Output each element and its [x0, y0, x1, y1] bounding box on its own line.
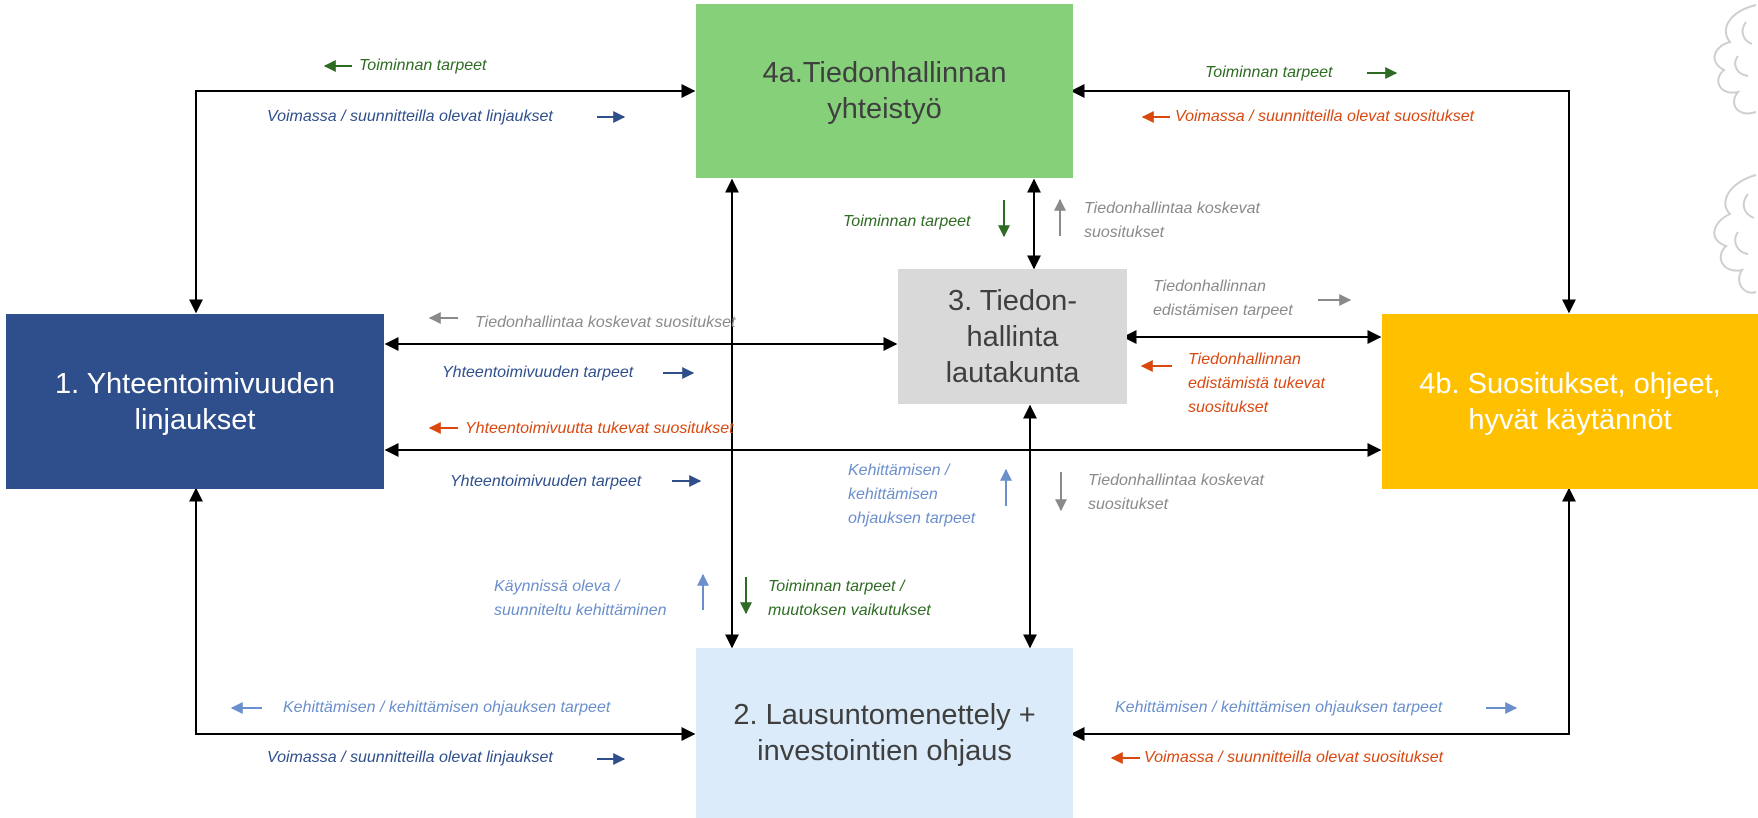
- connector-1-4a: [189, 84, 696, 314]
- label-edistamista-tukevat: Tiedonhallinnan edistämistä tukevat suos…: [1188, 351, 1325, 416]
- label-voimassa-suositukset-bottom: Voimassa / suunnitteilla olevat suosituk…: [1144, 749, 1444, 766]
- label-yhteentoimivuuden-tarpeet-2: Yhteentoimivuuden tarpeet: [450, 473, 642, 490]
- label-kehittamisen-ohjauksen-left: Kehittämisen / kehittämisen ohjauksen ta…: [283, 699, 611, 716]
- label-voimassa-suositukset-top: Voimassa / suunnitteilla olevat suosituk…: [1175, 108, 1475, 125]
- connector-2-4b: [1070, 487, 1576, 741]
- label-toiminnan-tarpeet-top-right: Toiminnan tarpeet: [1205, 64, 1333, 81]
- box1-label: 1. Yhteentoimivuuden linjaukset: [54, 367, 335, 436]
- box-yhteentoimivuuden-linjaukset: 1. Yhteentoimivuuden linjaukset: [6, 314, 384, 489]
- coat-of-arms-watermark-icon: [1713, 4, 1757, 294]
- box-tiedonhallintalautakunta: 3. Tiedon- hallinta lautakunta: [898, 269, 1127, 404]
- label-yhteentoimivuutta-tukevat: Yhteentoimivuutta tukevat suositukset: [465, 420, 734, 437]
- box-lausuntomenettely: 2. Lausuntomenettely + investointien ohj…: [696, 648, 1073, 818]
- label-kehittamisen-ohjauksen-right: Kehittämisen / kehittämisen ohjauksen ta…: [1115, 699, 1443, 716]
- box4a-label: 4a.Tiedonhallinnan yhteistyö: [762, 57, 1007, 125]
- label-voimassa-linjaukset-top: Voimassa / suunnitteilla olevat linjauks…: [267, 108, 553, 125]
- box-tiedonhallinnan-yhteistyo: 4a.Tiedonhallinnan yhteistyö: [696, 4, 1073, 178]
- label-toiminnan-tarpeet-center: Toiminnan tarpeet: [843, 213, 971, 230]
- label-tiedonhallinnan-edistamisen-tarpeet: Tiedonhallinnan edistämisen tarpeet: [1153, 278, 1293, 319]
- label-toiminnan-tarpeet-top-left: Toiminnan tarpeet: [359, 57, 487, 74]
- box3-label: 3. Tiedon- hallinta lautakunta: [945, 284, 1080, 389]
- box-suositukset-ohjeet: 4b. Suositukset, ohjeet, hyvät käytännöt: [1382, 314, 1758, 489]
- box2-label: 2. Lausuntomenettely + investointien ohj…: [733, 699, 1036, 767]
- label-tiedonhallintaa-koskevat-upper: Tiedonhallintaa koskevat suositukset: [1084, 200, 1260, 241]
- label-tiedonhallintaa-koskevat-left: Tiedonhallintaa koskevat suositukset: [475, 314, 736, 331]
- label-toiminnan-tarpeet-muutoksen: Toiminnan tarpeet / muutoksen vaikutukse…: [768, 578, 931, 619]
- connector-4a-4b: [1070, 84, 1576, 314]
- label-yhteentoimivuuden-tarpeet-1: Yhteentoimivuuden tarpeet: [442, 364, 634, 381]
- connector-1-2: [189, 487, 696, 741]
- label-kehittamisen-ohjauksen-center: Kehittämisen / kehittämisen ohjauksen ta…: [848, 462, 976, 527]
- label-kaynnissa-oleva: Käynnissä oleva / suunniteltu kehittämin…: [494, 578, 667, 619]
- label-tiedonhallintaa-koskevat-lower: Tiedonhallintaa koskevat suositukset: [1088, 472, 1264, 513]
- box4b-label: 4b. Suositukset, ohjeet, hyvät käytännöt: [1419, 367, 1721, 436]
- label-voimassa-linjaukset-bottom: Voimassa / suunnitteilla olevat linjauks…: [267, 749, 553, 766]
